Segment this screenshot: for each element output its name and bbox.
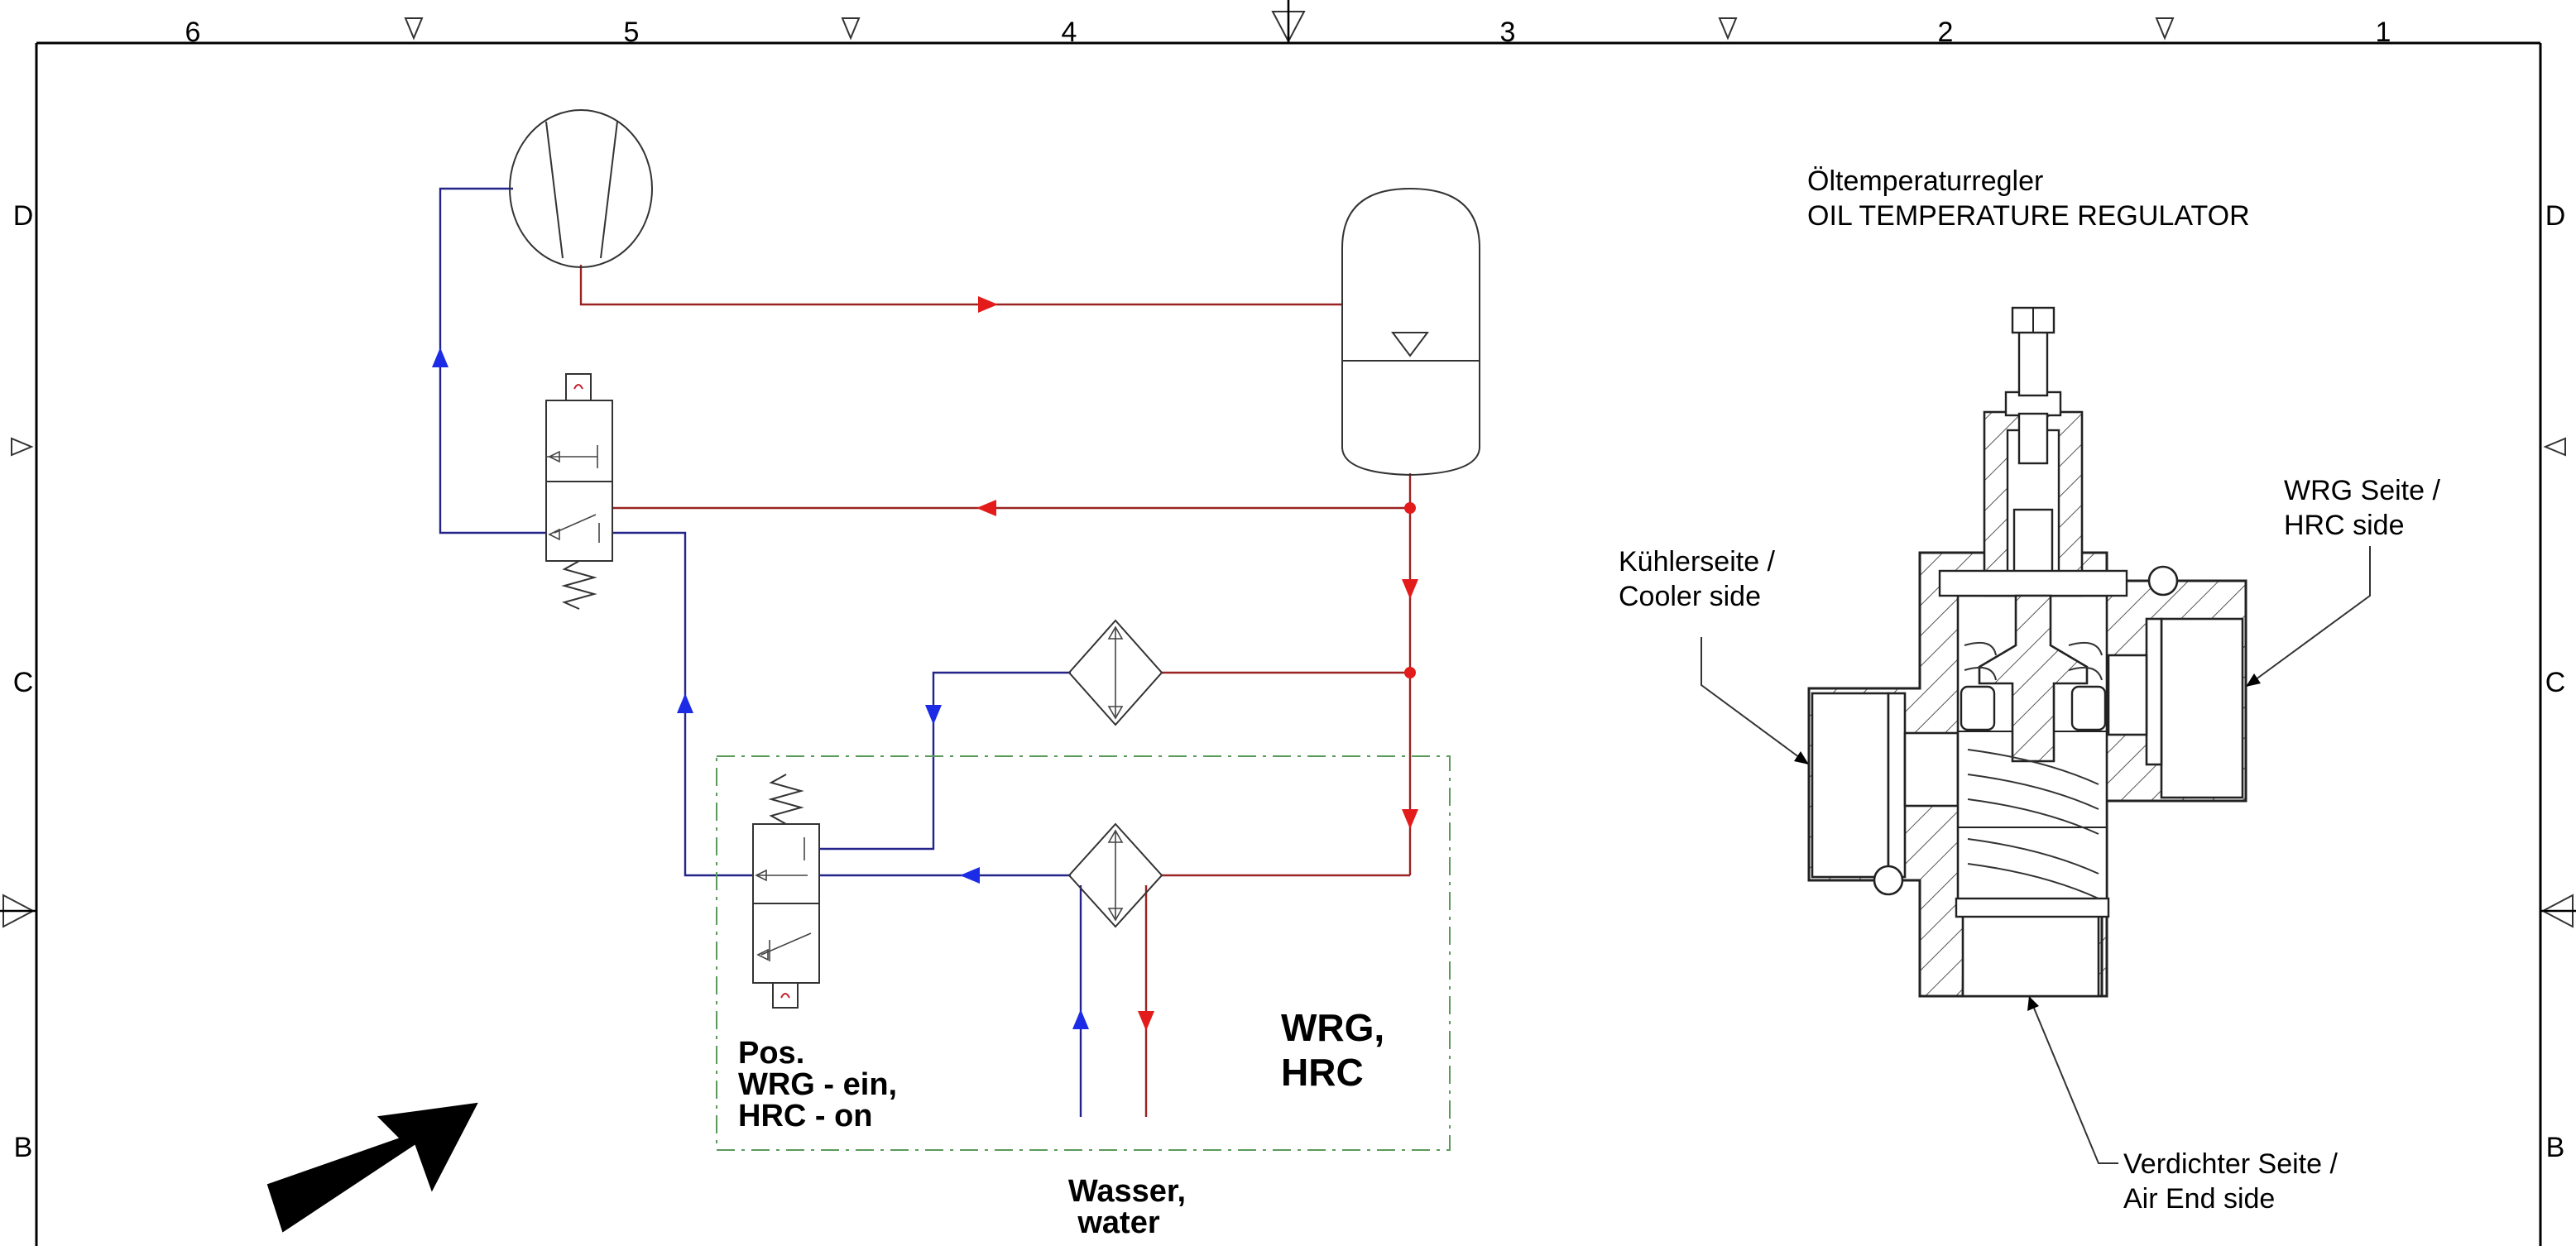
column-label: 5	[624, 17, 640, 48]
position-label-line: HRC - on	[738, 1099, 873, 1133]
zone-marker	[2543, 437, 2566, 457]
junction-dot	[1404, 502, 1416, 514]
flow-arrow-red	[1402, 809, 1418, 829]
module-label-line: HRC	[1281, 1051, 1364, 1094]
air-end-side-label: Air End side	[2123, 1183, 2275, 1215]
flow-arrow-red	[978, 296, 998, 313]
spring-symbol	[561, 560, 597, 610]
water-label-line: water	[1077, 1205, 1159, 1240]
hot-oil-lines	[579, 265, 1412, 1117]
zone-marker	[841, 17, 861, 41]
cooler-side-label: Cooler side	[1619, 581, 1761, 612]
spring-symbol	[1964, 642, 2103, 681]
flow-arrow-red	[1402, 579, 1418, 599]
hrc-module-boundary	[716, 755, 1451, 1151]
leader-line	[2028, 995, 2118, 1164]
separator-tank-symbol	[1341, 187, 1480, 477]
oil-cooler-symbol	[1067, 619, 1163, 726]
center-mark-top	[1271, 0, 1306, 44]
regulator-title-de: Öltemperaturregler	[1807, 165, 2043, 197]
hrc-side-label: HRC side	[2284, 510, 2404, 541]
cooler-side-label: Kühlerseite /	[1619, 546, 1776, 577]
cold-oil-lines	[439, 187, 1082, 1117]
flow-arrow-blue	[432, 347, 449, 367]
row-label-left: B	[14, 1132, 33, 1163]
column-label: 6	[185, 17, 201, 48]
water-label-line: Wasser,	[1068, 1174, 1186, 1209]
row-label-right: D	[2545, 200, 2566, 232]
flow-arrow-blue	[960, 867, 980, 884]
hrc-side-label: WRG Seite /	[2284, 475, 2440, 506]
solenoid-valve-upper	[545, 373, 613, 610]
zone-marker	[1718, 17, 1738, 41]
column-label: 3	[1500, 17, 1516, 48]
column-label: 2	[1938, 17, 1954, 48]
junction-dot	[1404, 667, 1416, 678]
compressor-symbol	[509, 109, 653, 268]
row-label-left: D	[13, 200, 34, 232]
row-label-left: C	[13, 667, 34, 698]
direction-arrow-icon	[266, 1102, 478, 1233]
flow-arrow-blue	[925, 705, 942, 725]
leader-line	[2245, 546, 2371, 688]
spring-symbol	[1967, 749, 2099, 899]
zone-marker	[11, 437, 34, 457]
leader-line	[1701, 637, 1810, 765]
leader-arrow	[2246, 673, 2261, 687]
column-label: 1	[2376, 17, 2391, 48]
three-way-valve-lower	[752, 774, 820, 1009]
column-label: 4	[1062, 17, 1077, 48]
flow-arrow-blue	[677, 693, 693, 713]
zone-marker	[2155, 17, 2175, 41]
center-mark-left	[0, 894, 36, 928]
row-label-right: C	[2545, 667, 2566, 698]
leader-arrow	[2027, 996, 2039, 1011]
center-mark-right	[2540, 894, 2576, 928]
leader-arrow	[1794, 751, 1809, 764]
flow-arrow-red	[976, 500, 996, 516]
position-label-line: WRG - ein,	[738, 1067, 897, 1102]
air-end-side-label: Verdichter Seite /	[2123, 1148, 2338, 1180]
flow-arrow-blue	[1072, 1009, 1089, 1029]
module-label-line: WRG,	[1281, 1006, 1384, 1049]
oil-temperature-regulator-section	[1807, 306, 2247, 998]
position-label-line: Pos.	[738, 1036, 804, 1071]
zone-marker	[404, 17, 424, 41]
spring-symbol	[768, 774, 804, 825]
regulator-title-en: OIL TEMPERATURE REGULATOR	[1807, 200, 2250, 232]
heat-recovery-exchanger-symbol	[1067, 822, 1163, 928]
flow-arrows	[432, 296, 1418, 1031]
flow-arrow-red	[1138, 1011, 1154, 1031]
row-label-right: B	[2546, 1132, 2565, 1163]
